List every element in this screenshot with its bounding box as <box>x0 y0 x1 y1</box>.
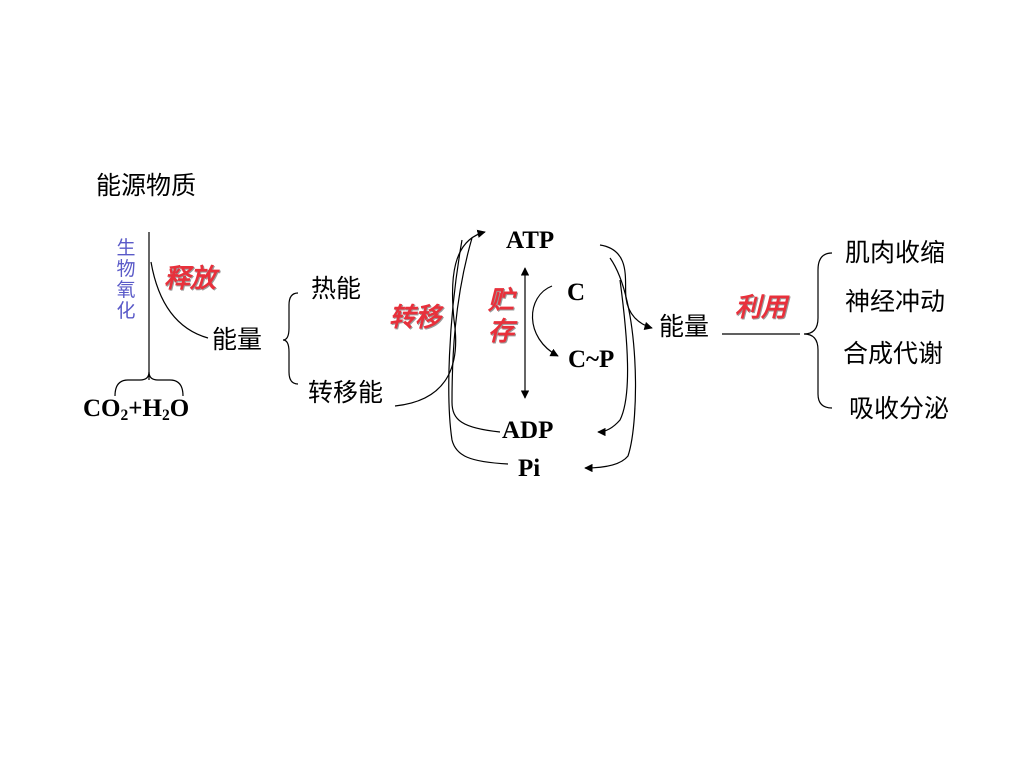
heat-energy-label: 热能 <box>311 274 362 303</box>
atp-label: ATP <box>506 227 555 254</box>
adp-return-curve <box>597 279 629 437</box>
formula-o: O <box>169 395 190 422</box>
products-formula: CO2+H2O <box>83 395 190 424</box>
formula-co: CO <box>83 395 121 422</box>
c-cp-curve <box>531 285 559 357</box>
bio-oxidation-char: 物 <box>116 258 136 280</box>
products-brace <box>114 371 184 397</box>
use-nerve-impulse: 神经冲动 <box>845 287 946 316</box>
bio-oxidation-char: 生 <box>116 237 136 259</box>
use-muscle-contraction: 肌肉收缩 <box>845 238 946 267</box>
release-label: 释放 <box>164 264 217 294</box>
pi-return-curve <box>584 257 637 473</box>
atp-release-curve <box>599 244 653 330</box>
energy-split-brace <box>282 292 299 385</box>
uses-brace <box>803 252 833 409</box>
atp-to-adp-curve <box>451 237 501 433</box>
pi-label: Pi <box>518 455 541 482</box>
release-curve <box>150 261 209 339</box>
use-absorption-secretion: 吸收分泌 <box>849 394 950 423</box>
c-label: C <box>567 279 586 306</box>
adp-label: ADP <box>502 417 554 444</box>
formula-plus-h: +H <box>128 395 162 422</box>
transfer-energy-label: 转移能 <box>308 378 384 407</box>
store-char: 贮 <box>487 286 514 316</box>
use-anabolism: 合成代谢 <box>843 339 944 368</box>
energy-right-label: 能量 <box>659 312 710 341</box>
energy-left-label: 能量 <box>212 325 263 354</box>
store-char: 存 <box>487 317 514 347</box>
formula-sub: 2 <box>120 406 129 424</box>
transfer-label: 转移 <box>389 303 442 333</box>
bio-oxidation-char: 化 <box>116 300 136 322</box>
transfer-curve <box>394 229 486 407</box>
utilize-label: 利用 <box>735 293 788 323</box>
formula-sub: 2 <box>161 406 170 424</box>
bio-oxidation-label: 生 物 氧 化 <box>112 238 140 322</box>
c-p-label: C~P <box>568 346 615 373</box>
energy-source-label: 能源物质 <box>96 171 197 200</box>
pi-left-curve <box>448 239 509 465</box>
store-label: 贮 存 <box>487 286 515 348</box>
bio-oxidation-char: 氧 <box>116 279 136 301</box>
